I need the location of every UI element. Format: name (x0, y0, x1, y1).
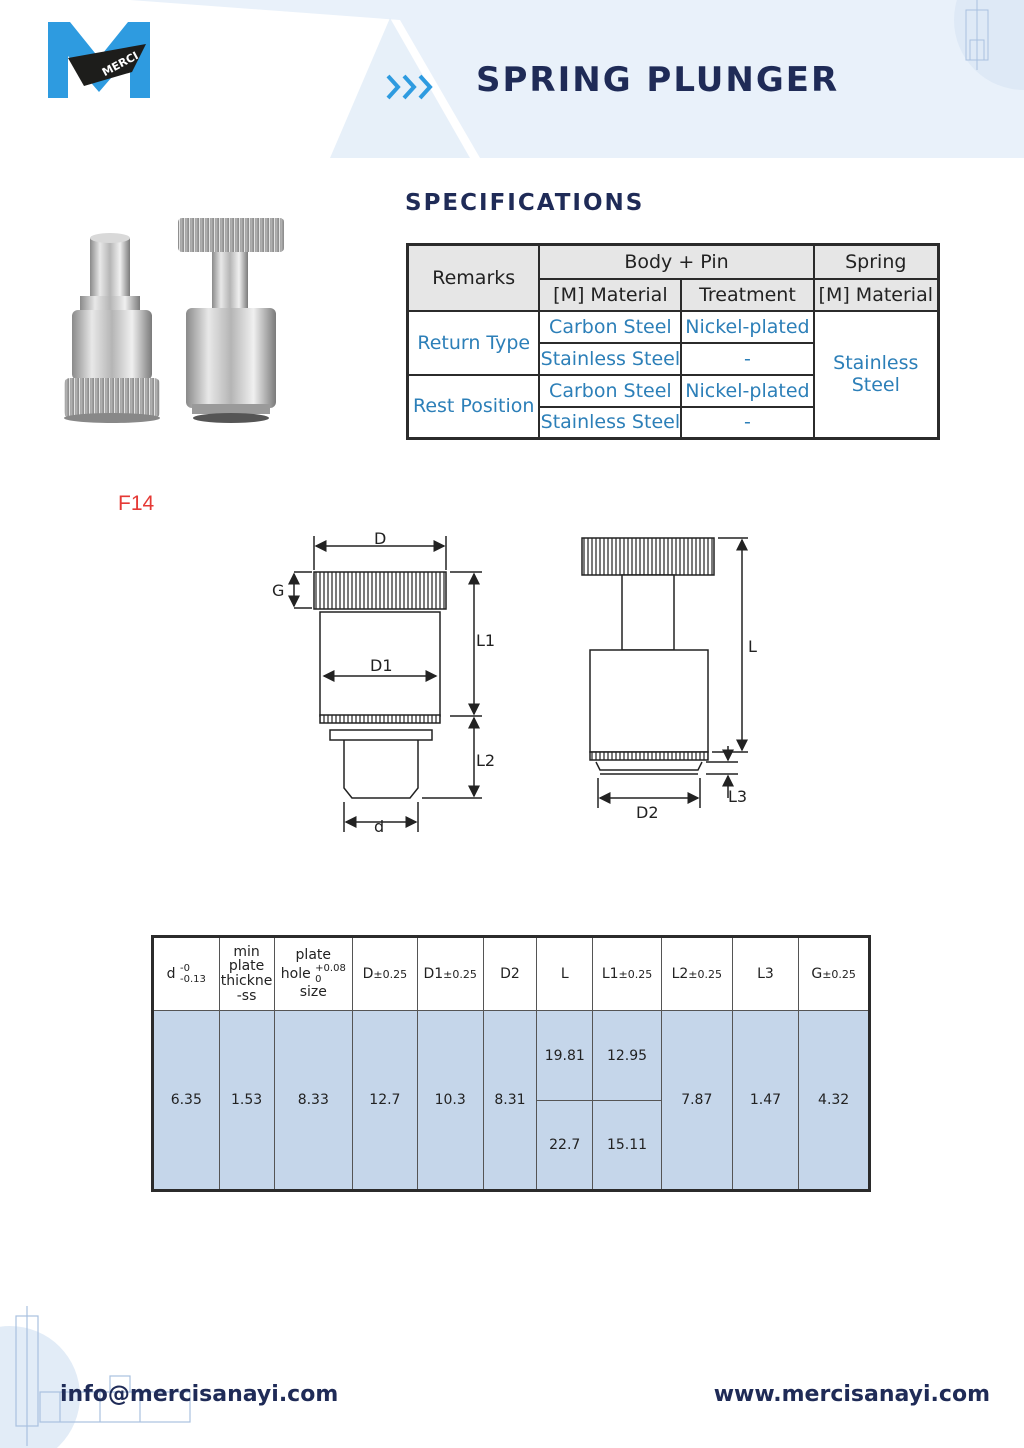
header-material: [M] Material (538, 277, 683, 312)
cell-L3: 1.47 (731, 1010, 800, 1191)
contact-email[interactable]: info@mercisanayi.com (60, 1382, 339, 1407)
label-D2: D2 (636, 803, 659, 822)
technical-drawing: D G D1 L1 L2 d L D2 L3 (262, 526, 782, 846)
col-L3: L3 (731, 936, 800, 1011)
col-L: L (536, 936, 594, 1011)
label-d: d (374, 817, 384, 836)
arrows-icon (384, 72, 444, 102)
label-L: L (748, 637, 757, 656)
treatment-cell: - (680, 405, 815, 440)
material-cell: Stainless Steel (538, 341, 683, 376)
label-L3: L3 (728, 787, 747, 806)
treatment-cell: - (680, 341, 815, 376)
specifications-table: Remarks Body + Pin Spring [M] Material T… (406, 243, 940, 440)
col-D1: D1±0.25 (416, 936, 484, 1011)
col-G: G±0.25 (798, 936, 870, 1011)
label-D1: D1 (370, 656, 393, 675)
col-L2: L2±0.25 (660, 936, 733, 1011)
cell-L1-a: 12.95 (592, 1010, 662, 1101)
label-G: G (272, 581, 284, 600)
treatment-cell: Nickel-plated (680, 373, 815, 408)
spring-material-line1: Stainless (833, 352, 919, 375)
model-code: F14 (118, 492, 155, 515)
material-cell: Carbon Steel (538, 373, 683, 408)
dimensions-table: d -0-0.13 min plate thickne -ss plate ho… (151, 935, 871, 1192)
specifications-heading: SPECIFICATIONS (405, 190, 645, 216)
col-D: D±0.25 (352, 936, 418, 1011)
remark-rest-position: Rest Position (406, 373, 541, 440)
label-L2: L2 (476, 751, 495, 770)
spring-material-line2: Steel (851, 374, 900, 397)
cell-G: 4.32 (798, 1010, 870, 1191)
col-D2: D2 (482, 936, 538, 1011)
col-min-plate-thickness: min plate thickne -ss (218, 936, 275, 1011)
treatment-cell: Nickel-plated (680, 309, 815, 344)
material-cell: Stainless Steel (538, 405, 683, 440)
page-title: SPRING PLUNGER (476, 60, 840, 100)
cell-L-a: 19.81 (536, 1010, 594, 1101)
product-photo (56, 214, 292, 426)
header-spring-material: [M] Material (812, 277, 940, 312)
footer-blueprint-art (0, 1296, 220, 1448)
material-cell: Carbon Steel (538, 309, 683, 344)
header-spring: Spring (812, 243, 940, 280)
label-D: D (374, 529, 386, 548)
spring-material-cell: Stainless Steel (812, 309, 940, 440)
merci-logo: MERCI (44, 16, 154, 102)
header-remarks: Remarks (406, 243, 541, 312)
remark-return-type: Return Type (406, 309, 541, 376)
cell-L2: 7.87 (660, 1010, 733, 1191)
cell-L-b: 22.7 (536, 1100, 594, 1191)
cell-d: 6.35 (152, 1010, 220, 1191)
cell-D1: 10.3 (416, 1010, 484, 1191)
cell-min-plate: 1.53 (218, 1010, 275, 1191)
cell-hole: 8.33 (273, 1010, 354, 1191)
header-treatment: Treatment (680, 277, 815, 312)
cell-L1-b: 15.11 (592, 1100, 662, 1191)
cell-D2: 8.31 (482, 1010, 538, 1191)
label-L1: L1 (476, 631, 495, 650)
website-link[interactable]: www.mercisanayi.com (713, 1382, 990, 1407)
col-d: d -0-0.13 (152, 936, 220, 1011)
cell-D: 12.7 (352, 1010, 418, 1191)
header-body-pin: Body + Pin (538, 243, 815, 280)
col-L1: L1±0.25 (592, 936, 662, 1011)
corner-blueprint-art (874, 0, 1024, 110)
